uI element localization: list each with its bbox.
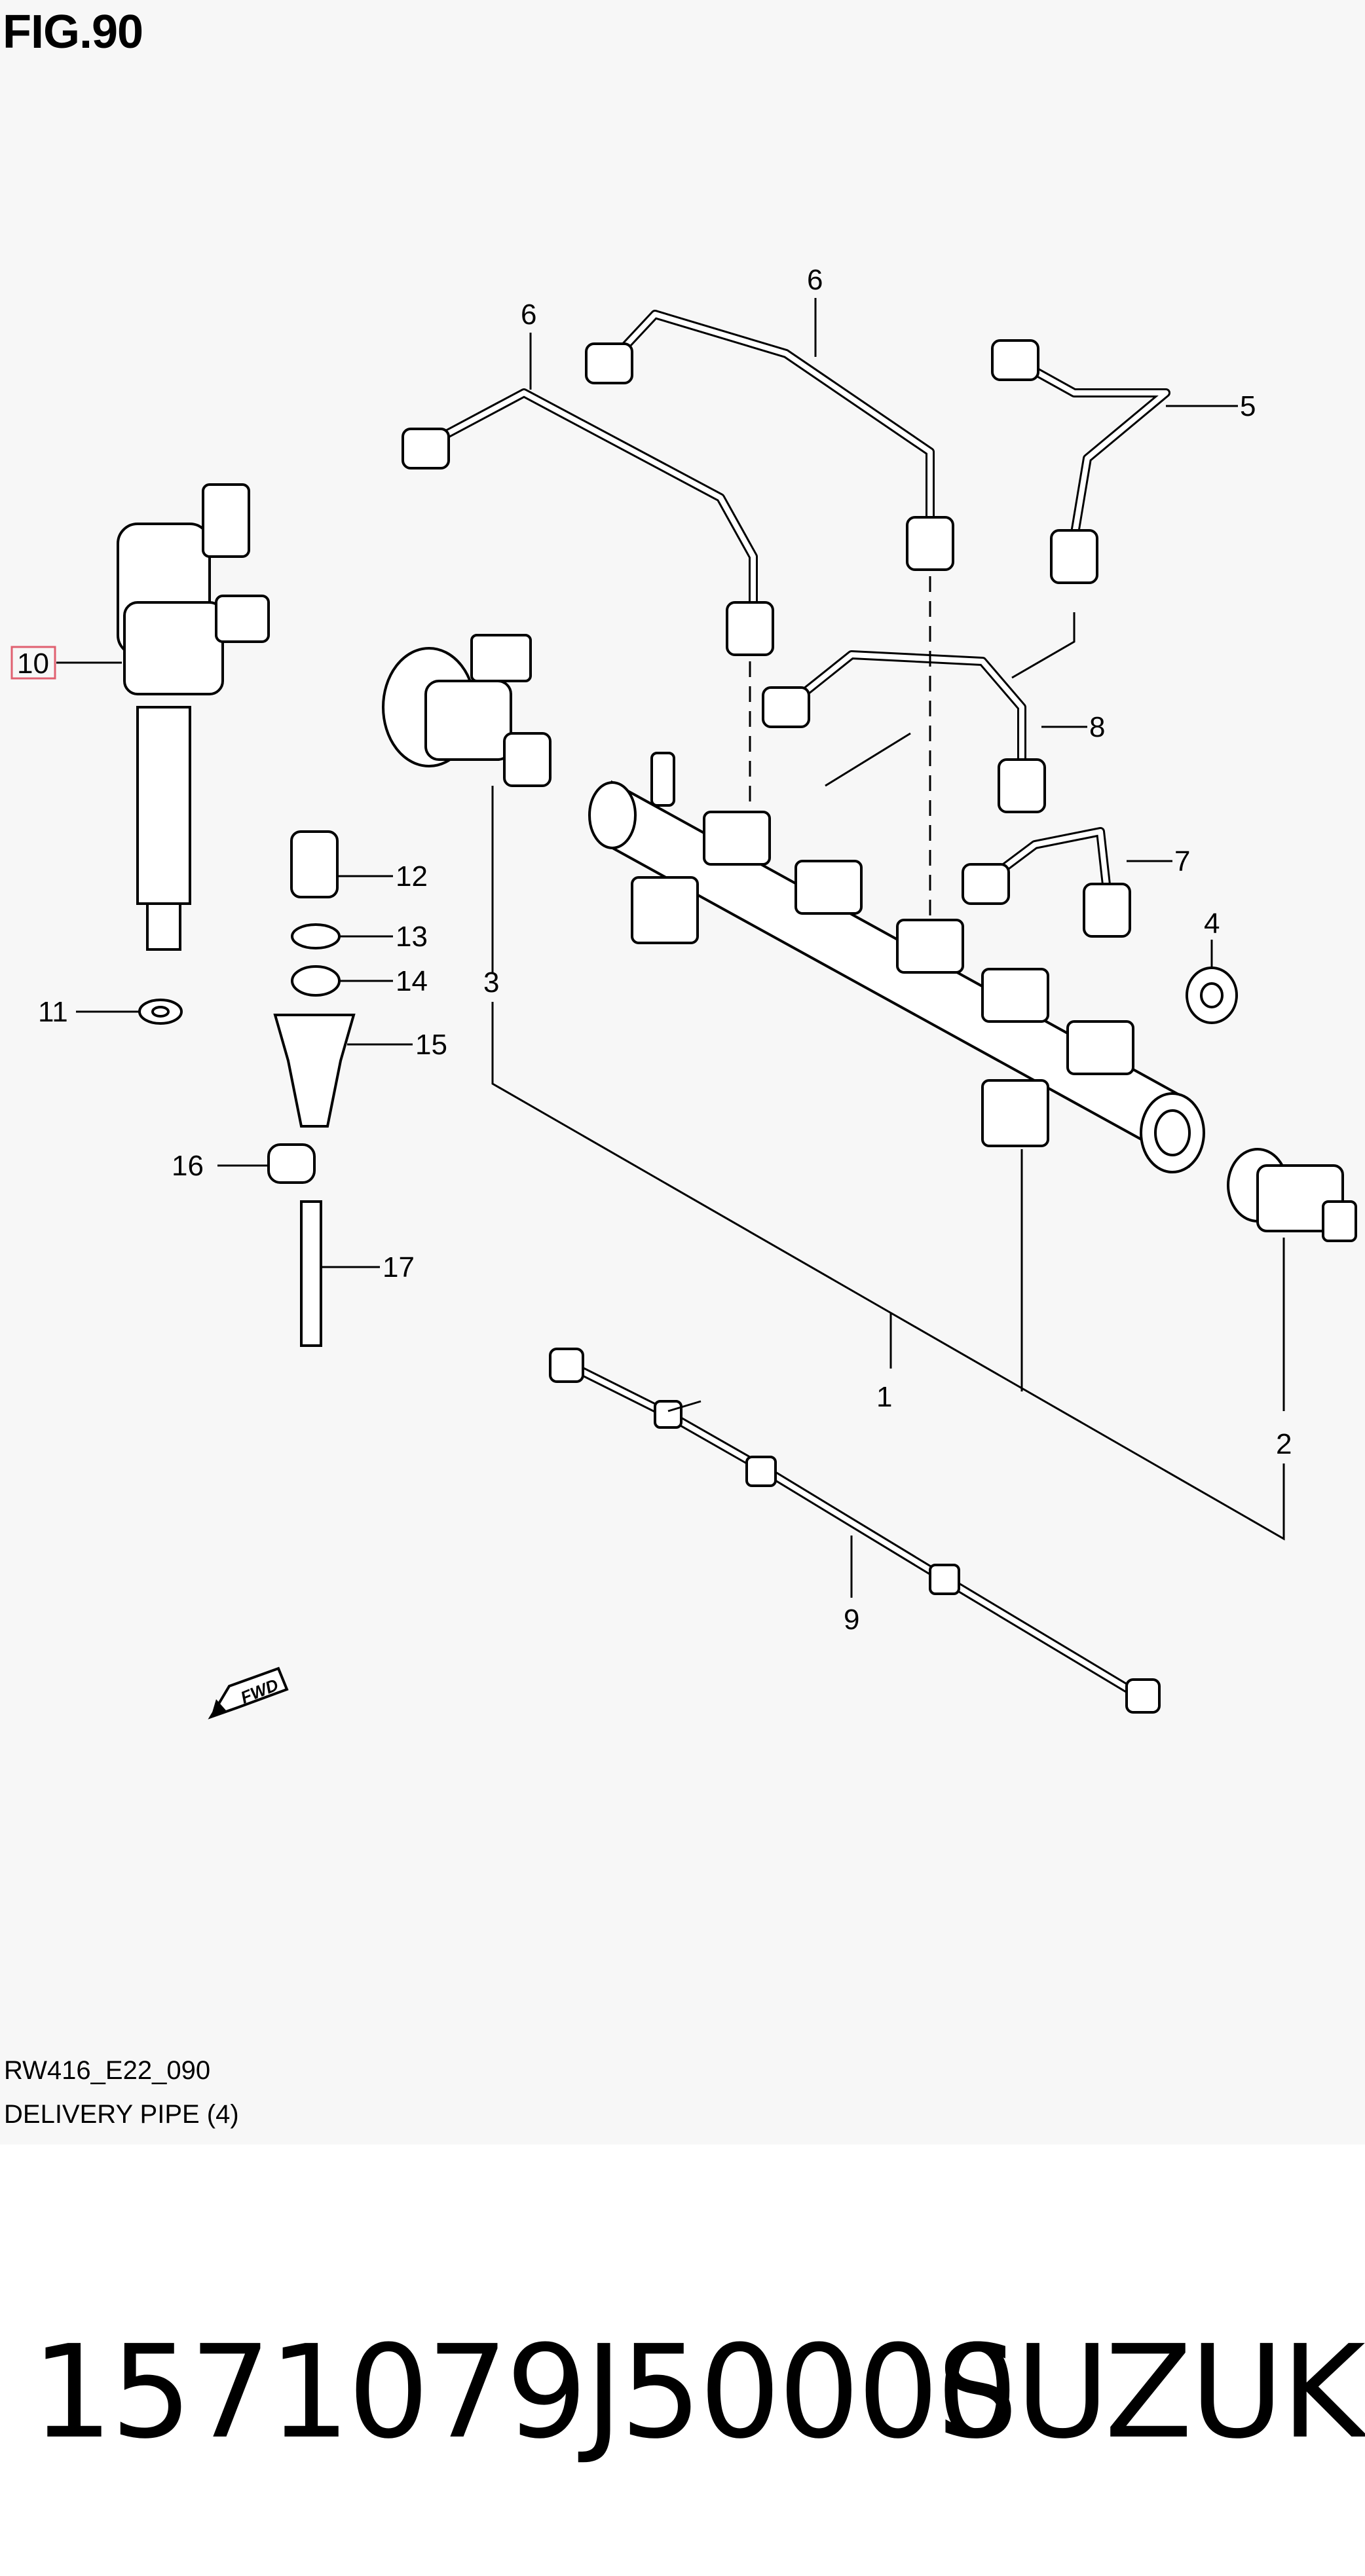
- callout-15: 15: [415, 1029, 447, 1061]
- callout-10: 10: [17, 648, 49, 680]
- callout-3: 3: [483, 966, 499, 999]
- pressure-sensor-part[interactable]: [1227, 1148, 1357, 1242]
- brand-name: SUZUKI: [937, 2318, 1365, 2467]
- callout-6b: 6: [807, 264, 823, 296]
- ring-part-13[interactable]: [291, 923, 341, 949]
- clamp-part[interactable]: [273, 1014, 356, 1128]
- callout-1: 1: [876, 1381, 892, 1413]
- leak-off-pipe-part[interactable]: [549, 1348, 1161, 1714]
- callout-8: 8: [1089, 711, 1105, 743]
- part-number: 1571079J50000: [31, 2318, 1018, 2467]
- injector-part[interactable]: [117, 483, 270, 951]
- callout-10-box: [10, 646, 56, 680]
- regulator-part[interactable]: [382, 634, 552, 787]
- callout-2: 2: [1276, 1428, 1292, 1460]
- parts-diagram: FWD 1 2 3 4 5 6 6 7 8 9 10 11 12 13 14 1…: [10, 264, 1357, 1720]
- forward-arrow-icon: FWD: [208, 1666, 289, 1720]
- figure-title: FIG.90: [3, 6, 143, 58]
- figure-name: DELIVERY PIPE (4): [4, 2100, 239, 2129]
- callout-5: 5: [1240, 390, 1256, 422]
- cap-part[interactable]: [267, 1143, 316, 1184]
- figure-code: RW416_E22_090: [4, 2056, 211, 2085]
- ring-part-14[interactable]: [291, 965, 341, 997]
- fuel-rail-part[interactable]: [588, 752, 1205, 1173]
- stud-part[interactable]: [300, 1200, 322, 1347]
- callout-16: 16: [172, 1150, 204, 1182]
- callout-13: 13: [396, 921, 428, 953]
- callout-17: 17: [383, 1251, 415, 1283]
- callout-12: 12: [396, 860, 428, 892]
- callout-14: 14: [396, 965, 428, 997]
- callout-11: 11: [38, 996, 68, 1028]
- callout-4: 4: [1204, 908, 1220, 940]
- injection-pipes[interactable]: [402, 310, 1170, 938]
- callout-9: 9: [844, 1604, 859, 1636]
- sleeve-part[interactable]: [290, 830, 339, 898]
- callout-7: 7: [1174, 845, 1190, 877]
- callout-6a: 6: [521, 299, 536, 331]
